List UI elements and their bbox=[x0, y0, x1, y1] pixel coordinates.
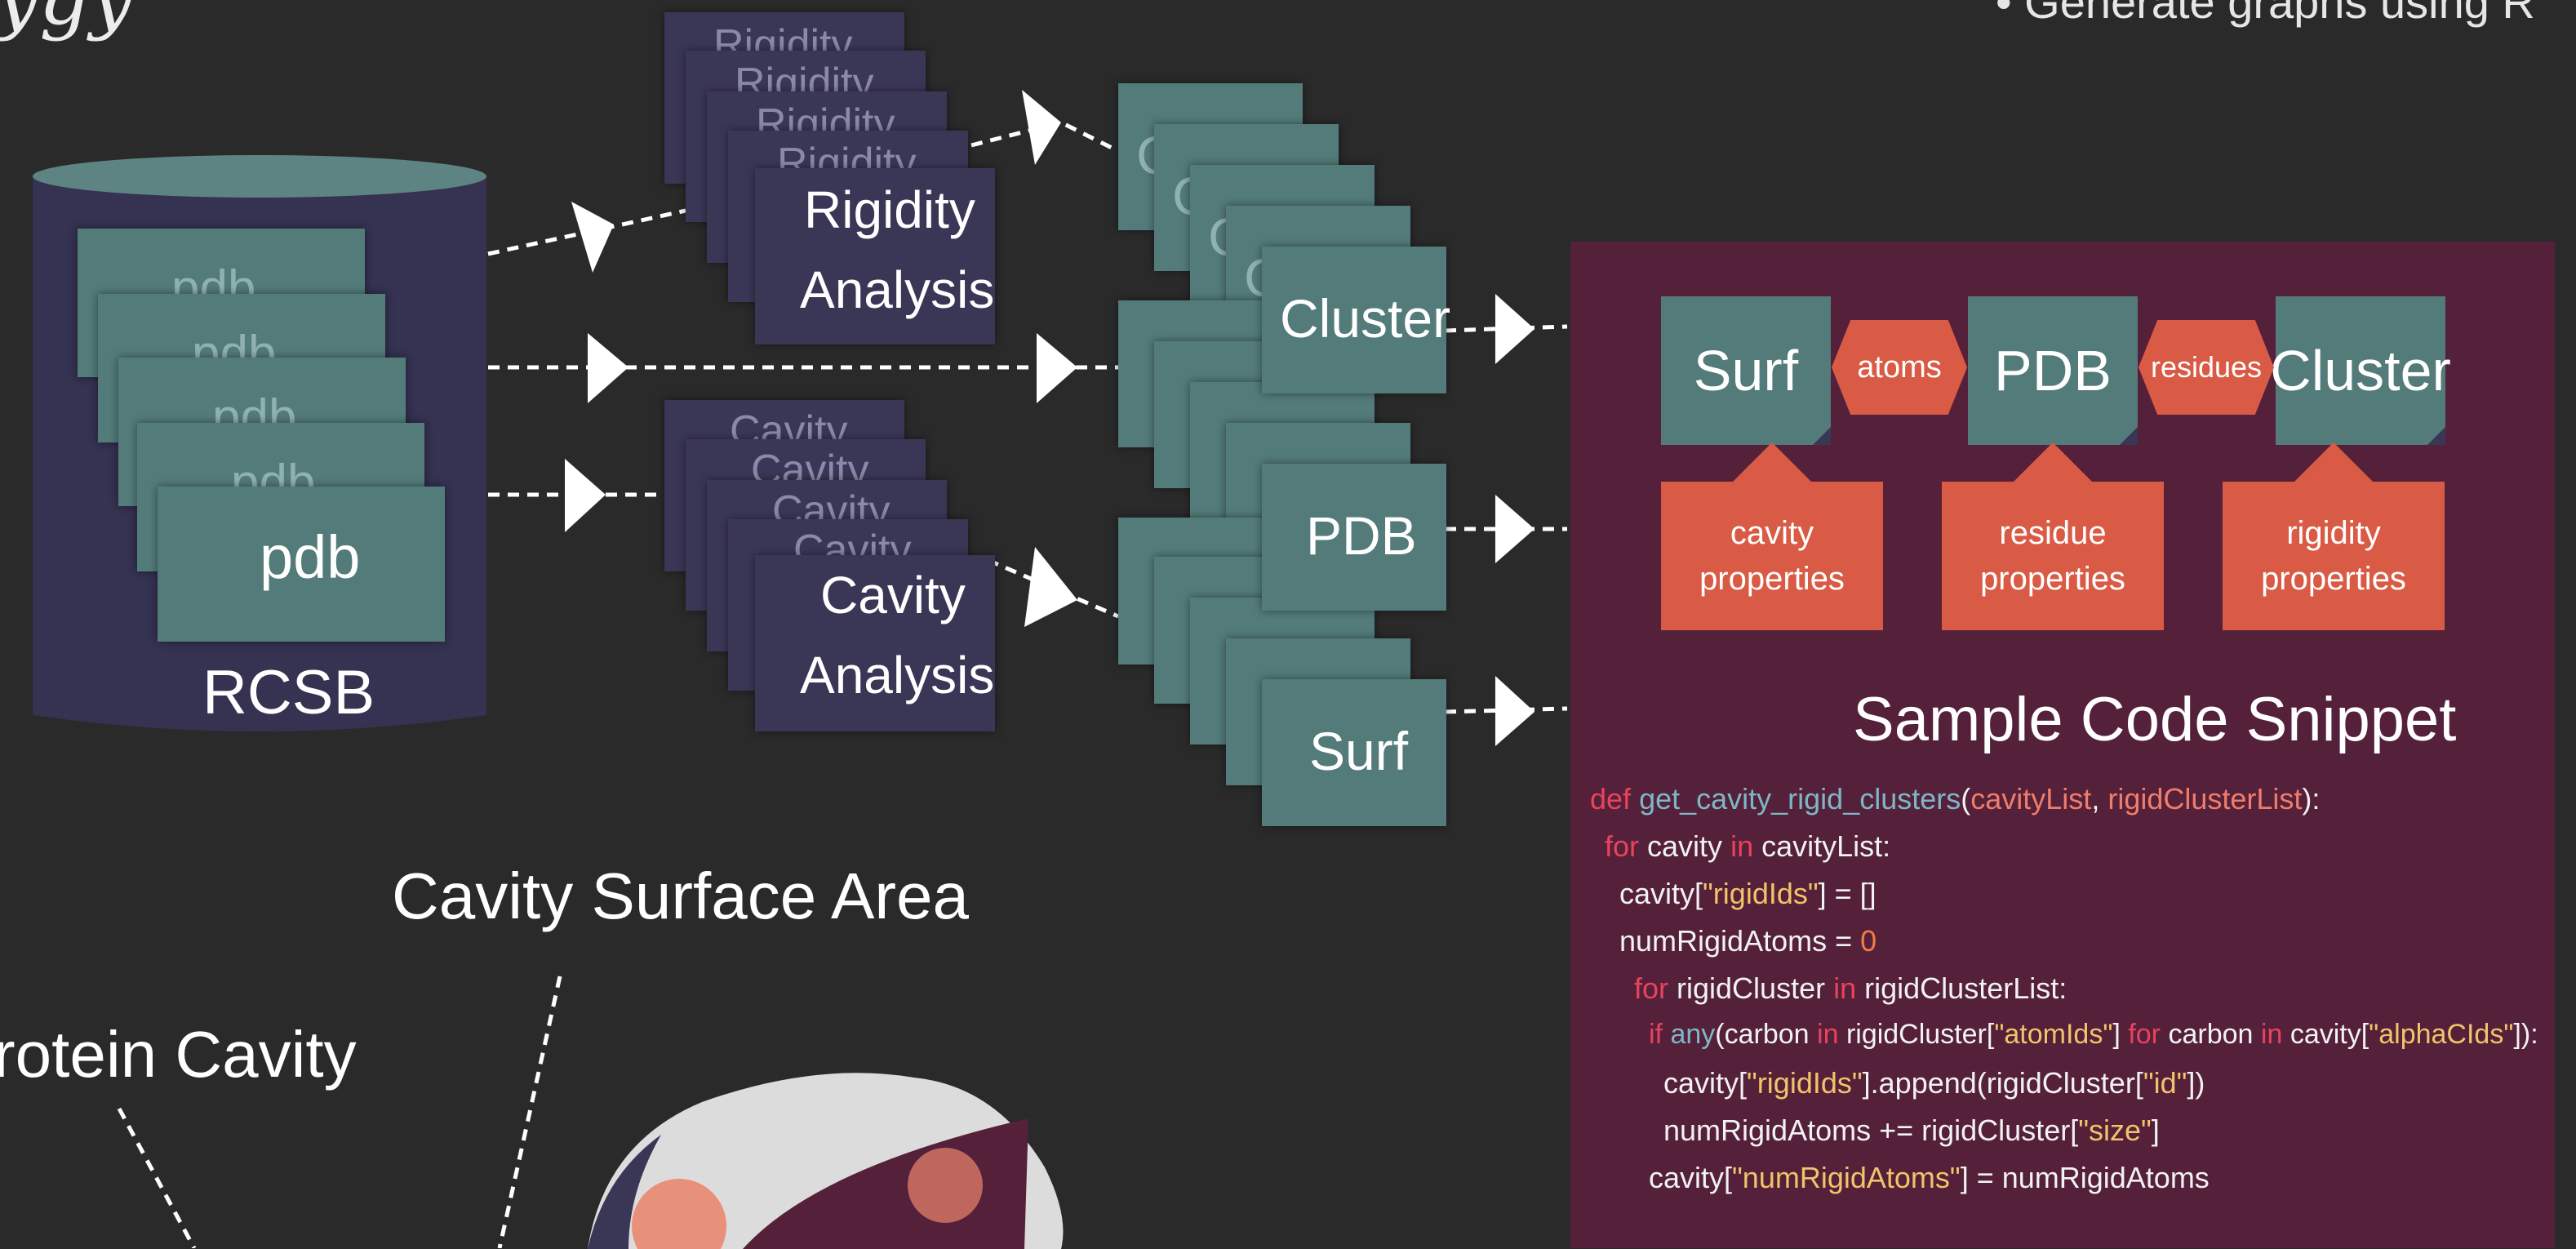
schema-link-residues: residues bbox=[2139, 320, 2274, 415]
annotation-line-surface bbox=[497, 976, 562, 1248]
connector-cavity-clusters bbox=[987, 558, 1119, 619]
cavity-analysis-line1: Cavity bbox=[820, 566, 966, 624]
pdb-file-card: pdb bbox=[158, 487, 445, 642]
pdb-file-label: pdb bbox=[260, 523, 361, 591]
arrow-head-5 bbox=[1037, 333, 1077, 403]
protein-cavity-label: rotein Cavity bbox=[0, 1018, 357, 1091]
cavity-surface-area-label: Cavity Surface Area bbox=[392, 860, 969, 932]
code-line-8: numRigidAtoms += rigidCluster["size"] bbox=[1663, 1113, 2160, 1147]
arrow-head-1 bbox=[571, 202, 614, 273]
code-line-6: if any(carbon in rigidCluster["atomIds"]… bbox=[1649, 1019, 2538, 1050]
code-line-5: for rigidCluster in rigidClusterList: bbox=[1634, 971, 2067, 1005]
code-line-2: for cavity in cavityList: bbox=[1605, 829, 1891, 863]
pdb-output-card: PDB bbox=[1262, 464, 1446, 611]
arrow-head-6 bbox=[1024, 547, 1077, 627]
arrow-head-8 bbox=[1495, 495, 1534, 563]
pdb-output-label: PDB bbox=[1306, 505, 1417, 566]
header-script-text: ygy bbox=[0, 0, 134, 42]
schema-node-cluster: Cluster bbox=[2270, 296, 2451, 445]
code-snippet-title: Sample Code Snippet bbox=[1853, 685, 2457, 754]
code-line-9: cavity["numRigidAtoms"] = numRigidAtoms bbox=[1649, 1161, 2210, 1194]
annotation-line-cavity bbox=[117, 1107, 197, 1248]
arrow-head-9 bbox=[1495, 676, 1534, 746]
rigidity-analysis-line1: Rigidity bbox=[804, 180, 975, 239]
schema-node-pdb: PDB bbox=[1968, 296, 2138, 445]
cavity-analysis-line2: Analysis bbox=[800, 646, 995, 705]
rigidity-analysis-card: Rigidity Analysis bbox=[755, 168, 995, 344]
arrow-head-3 bbox=[565, 459, 606, 532]
surf-output-card: Surf bbox=[1262, 679, 1446, 826]
schema-node-surf: Surf bbox=[1661, 296, 1831, 445]
cluster-output-card: Cluster bbox=[1262, 247, 1450, 393]
arrow-head-4 bbox=[1022, 90, 1061, 165]
surf-output-label: Surf bbox=[1309, 721, 1409, 781]
schema-link-atoms: atoms bbox=[1832, 320, 1967, 415]
connector-rigidity-clusters bbox=[970, 120, 1120, 153]
code-line-3: cavity["rigidIds"] = [] bbox=[1619, 877, 1876, 910]
arrow-head-7 bbox=[1495, 294, 1534, 364]
code-line-4: numRigidAtoms = 0 bbox=[1619, 924, 1877, 958]
cavity-analysis-card: Cavity Analysis bbox=[755, 555, 995, 731]
rcsb-label: RCSB bbox=[202, 658, 375, 727]
code-line-1: def get_cavity_rigid_clusters(cavityList… bbox=[1590, 782, 2321, 816]
cluster-output-label: Cluster bbox=[1280, 288, 1451, 349]
rigidity-analysis-line2: Analysis bbox=[800, 260, 995, 319]
code-line-7: cavity["rigidIds"].append(rigidCluster["… bbox=[1663, 1066, 2205, 1100]
arrow-head-2 bbox=[588, 333, 628, 403]
protein-surface-illustration bbox=[588, 1073, 1064, 1249]
header-right-text: • Generate graphs using R bbox=[1996, 0, 2535, 28]
